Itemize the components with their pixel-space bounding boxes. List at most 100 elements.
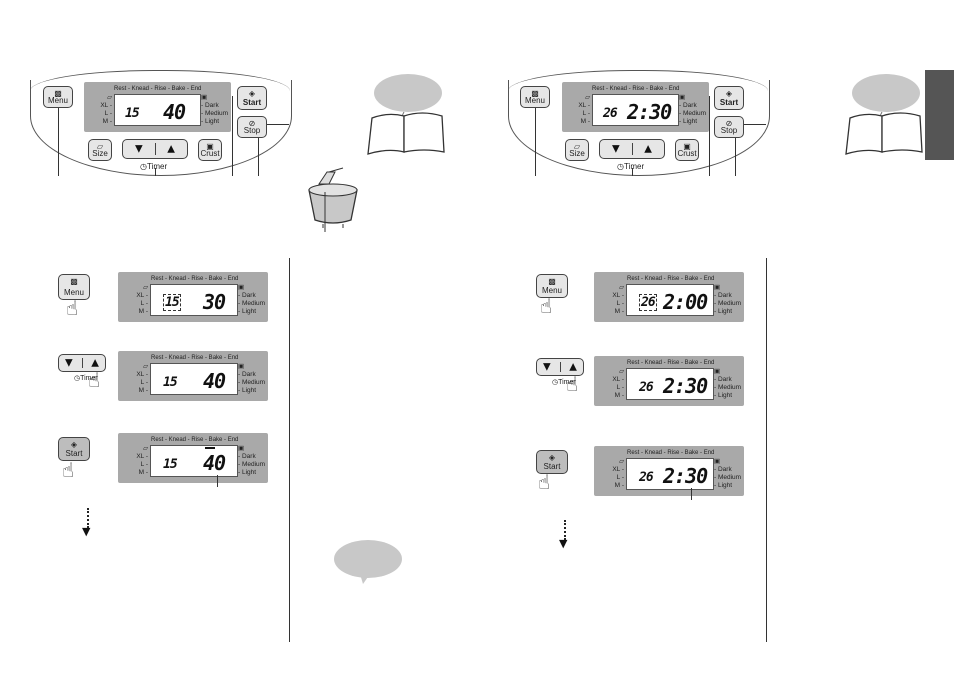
crust-button[interactable]: ▣ Crust <box>198 139 222 161</box>
step2-lcd: Rest - Knead - Rise - Bake - End ▱ XL -L… <box>594 356 744 406</box>
right-panel-lcd: Rest - Knead - Rise - Bake - End ▱ XL -L… <box>562 82 709 132</box>
lcd-menu-number: 15 <box>163 457 178 472</box>
size-button[interactable]: ▱ Size <box>88 139 112 161</box>
menu-button[interactable]: ▩ Menu <box>520 86 550 108</box>
lcd-crust-light: - Light <box>201 118 220 125</box>
size-button[interactable]: ▱ Size <box>565 139 589 161</box>
step3-lcd: Rest - Knead - Rise - Bake - End ▱ XL -L… <box>118 433 268 483</box>
stop-button[interactable]: ⊘ Stop <box>237 116 267 138</box>
step1-lcd: Rest - Knead - Rise - Bake - End ▱ XL -L… <box>594 272 744 322</box>
down-arrow-icon[interactable]: ▼ <box>543 361 551 373</box>
pointing-hand-icon: ☝ <box>62 458 75 482</box>
chapter-tab <box>925 70 954 160</box>
lcd-screen: 15 40 <box>150 445 238 477</box>
lcd-crust-medium: - Medium <box>201 110 229 117</box>
pointing-hand-icon: ☝ <box>566 372 579 396</box>
clock-icon: ◷ <box>74 375 81 382</box>
down-arrow-icon[interactable]: ▼ <box>612 143 620 155</box>
menu-button-label: Menu <box>524 96 545 105</box>
up-arrow-icon[interactable]: ▲ <box>569 361 577 373</box>
step1-menu-button[interactable]: ▩ Menu <box>536 274 568 298</box>
clock-icon: ◷ <box>140 162 147 171</box>
callout-line <box>217 475 218 487</box>
lcd-menu-number-blinking: 15 <box>163 294 181 311</box>
left-panel-lcd: Rest - Knead - Rise - Bake - End ▱ XL - … <box>84 82 231 132</box>
bubble-tail <box>360 574 370 584</box>
left-panel-top-edge <box>30 70 290 91</box>
start-button[interactable]: ◈ Start <box>237 86 267 110</box>
lcd-screen: 15 30 <box>150 284 238 316</box>
stop-icon: ⊘ <box>248 119 256 128</box>
step3-start-label: Start <box>543 462 561 471</box>
lcd-phase-labels: Rest - Knead - Rise - Bake - End <box>114 86 202 92</box>
lcd-menu-number: 15 <box>125 106 140 121</box>
start-icon: ◈ <box>70 440 78 449</box>
crust-button[interactable]: ▣ Crust <box>675 139 699 161</box>
timer-arrow-buttons[interactable]: ▼ ▲ <box>599 139 665 159</box>
up-arrow-icon[interactable]: ▲ <box>167 143 175 155</box>
book-illustration <box>367 111 445 155</box>
lcd-time: 40 <box>203 369 226 393</box>
dotted-continue-arrow <box>564 520 568 540</box>
callout-line <box>709 96 710 176</box>
lcd-crust-labels: ▣ - Dark- Medium- Light <box>238 284 266 315</box>
step3-start-button[interactable]: ◈ Start <box>536 450 568 474</box>
lcd-screen: 26 2:30 <box>592 94 679 126</box>
down-arrow-icon: ▼ <box>559 537 568 550</box>
lcd-crust-labels: ▣ - Dark- Medium- Light <box>679 94 707 125</box>
lcd-size-labels: ▱ XL -L -M - <box>612 458 624 489</box>
lcd-time: 40 <box>203 451 226 475</box>
lcd-time: 40 <box>163 100 186 124</box>
speech-bubble <box>852 74 920 112</box>
lcd-size-labels: ▱ XL -L -M - <box>136 363 148 394</box>
loaf-icon: ▱ <box>96 142 104 151</box>
size-button-label: Size <box>569 149 585 158</box>
lcd-phase-labels: Rest - Knead - Rise - Bake - End <box>627 360 715 366</box>
step3-start-button[interactable]: ◈ Start <box>58 437 90 461</box>
lcd-crust-labels: ▣ - Dark- Medium- Light <box>714 368 742 399</box>
lcd-crust-labels: ▣ - Dark- Medium- Light <box>714 458 742 489</box>
callout-line <box>735 138 736 176</box>
crust-button-label: Crust <box>200 149 220 158</box>
callout-line <box>258 138 259 176</box>
start-icon: ◈ <box>248 89 256 98</box>
down-arrow-icon[interactable]: ▼ <box>135 143 143 155</box>
pointing-hand-icon: ☝ <box>540 294 553 318</box>
step2-arrow-buttons[interactable]: ▼ ▲ <box>536 358 584 376</box>
down-arrow-icon[interactable]: ▼ <box>65 357 73 369</box>
timer-label: ◷Timer <box>617 162 645 171</box>
book-icon: ▩ <box>531 89 539 98</box>
lcd-phase-labels: Rest - Knead - Rise - Bake - End <box>151 437 239 443</box>
clock-icon: ◷ <box>617 162 624 171</box>
book-icon: ▩ <box>54 89 62 98</box>
step1-menu-button[interactable]: ▩ Menu <box>58 274 90 300</box>
timer-label: ◷Timer <box>140 162 168 171</box>
callout-line <box>232 96 233 176</box>
speech-bubble <box>334 540 402 578</box>
menu-button[interactable]: ▩ Menu <box>43 86 73 108</box>
callout-line <box>691 488 692 500</box>
timer-arrow-buttons[interactable]: ▼ ▲ <box>122 139 188 159</box>
start-icon: ◈ <box>725 89 733 98</box>
step2-arrow-buttons[interactable]: ▼ ▲ <box>58 354 106 372</box>
up-arrow-icon[interactable]: ▲ <box>644 143 652 155</box>
step2-lcd: Rest - Knead - Rise - Bake - End ▱ XL -L… <box>118 351 268 401</box>
crust-button-label: Crust <box>677 149 697 158</box>
lcd-phase-labels: Rest - Knead - Rise - Bake - End <box>592 86 680 92</box>
lcd-size-m: M - <box>102 118 112 125</box>
lcd-size-xl: XL - <box>100 102 112 109</box>
step1-lcd: Rest - Knead - Rise - Bake - End ▱ XL -L… <box>118 272 268 322</box>
up-arrow-icon[interactable]: ▲ <box>91 357 99 369</box>
callout-line <box>744 124 766 125</box>
right-panel-top-edge <box>508 70 768 91</box>
stop-button[interactable]: ⊘ Stop <box>714 116 744 138</box>
start-button-label: Start <box>242 98 262 107</box>
lcd-time: 2:30 <box>663 374 708 398</box>
lcd-menu-number: 15 <box>163 375 178 390</box>
lcd-screen: 15 40 <box>114 94 201 126</box>
stop-button-label: Stop <box>243 126 261 135</box>
crust-icon: ▣ <box>206 142 214 151</box>
size-button-label: Size <box>92 149 108 158</box>
callout-line <box>535 108 536 176</box>
start-button[interactable]: ◈ Start <box>714 86 744 110</box>
